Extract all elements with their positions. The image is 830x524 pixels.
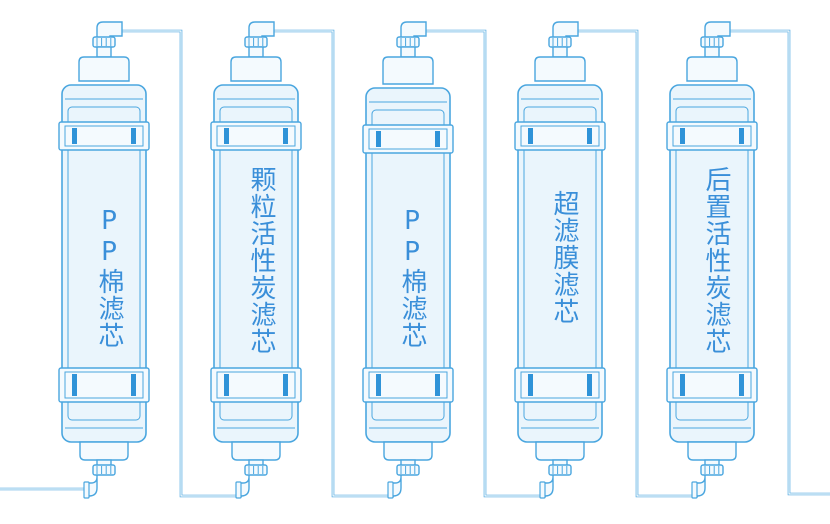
- bottom-nut: [700, 464, 724, 476]
- bottom-elbow-collar: [691, 481, 698, 499]
- clamp-mark-right: [283, 128, 288, 144]
- bottom-cap: [79, 441, 129, 461]
- bottom-nut: [244, 464, 268, 476]
- clamp-mark-right: [283, 374, 288, 396]
- filter-label-3: PP棉滤芯: [397, 206, 427, 349]
- cartridge-core: [67, 106, 141, 421]
- top-cap: [230, 56, 282, 82]
- filter-cartridge-5: [666, 21, 758, 499]
- clamp-mark-left: [528, 128, 533, 144]
- bottom-nut: [548, 464, 572, 476]
- clamp-mark-right: [131, 128, 136, 144]
- clamp-mark-left: [680, 374, 685, 396]
- clamp-band-inner: [368, 371, 448, 399]
- clamp-mark-right: [587, 128, 592, 144]
- lower-clamp-band: [514, 367, 606, 403]
- filter-label-5: 后置活性炭滤芯: [701, 166, 731, 355]
- clamp-band-inner: [672, 125, 752, 147]
- clamp-mark-left: [528, 374, 533, 396]
- clamp-band-inner: [672, 371, 752, 399]
- top-nut: [396, 36, 420, 48]
- clamp-band-inner: [520, 371, 600, 399]
- top-elbow-fitting: [400, 21, 427, 39]
- filter-label-4: 超滤膜滤芯: [549, 190, 579, 325]
- top-cap: [78, 56, 130, 82]
- bottom-nut: [396, 464, 420, 476]
- clamp-band-inner: [216, 371, 296, 399]
- filter-label-1: PP棉滤芯: [94, 206, 124, 349]
- bottom-elbow-collar: [539, 481, 546, 499]
- clamp-mark-left: [224, 374, 229, 396]
- top-nut: [700, 36, 724, 48]
- filter-cartridges: [58, 21, 758, 499]
- top-cap: [382, 56, 434, 85]
- top-neck: [96, 46, 112, 58]
- cartridge-core: [523, 106, 597, 421]
- filter-cartridge-1: [58, 21, 150, 499]
- top-neck: [400, 46, 416, 58]
- pipe-1-to-2-inner: [122, 30, 242, 497]
- bottom-nut: [92, 464, 116, 476]
- clamp-mark-left: [376, 131, 381, 147]
- clamp-band-inner: [216, 125, 296, 147]
- clamp-mark-left: [72, 374, 77, 396]
- lower-clamp-band: [666, 367, 758, 403]
- lower-clamp-band: [210, 367, 302, 403]
- upper-clamp-band: [58, 121, 150, 151]
- top-elbow-fitting: [248, 21, 275, 39]
- clamp-band-inner: [64, 371, 144, 399]
- top-neck: [248, 46, 264, 58]
- top-nut: [548, 36, 572, 48]
- bottom-elbow-collar: [387, 481, 394, 499]
- clamp-mark-right: [587, 374, 592, 396]
- clamp-mark-right: [131, 374, 136, 396]
- clamp-mark-right: [435, 131, 440, 147]
- top-neck: [552, 46, 568, 58]
- top-elbow-fitting: [704, 21, 731, 39]
- clamp-mark-left: [224, 128, 229, 144]
- clamp-mark-right: [739, 128, 744, 144]
- filter-label-2: 颗粒活性炭滤芯: [246, 166, 276, 355]
- bottom-elbow-collar: [235, 481, 242, 499]
- upper-clamp-band: [210, 121, 302, 151]
- clamp-mark-right: [739, 374, 744, 396]
- clamp-mark-left: [376, 374, 381, 396]
- connecting-pipes: [0, 29, 830, 498]
- pipe-2-to-3-inner: [274, 30, 394, 497]
- cartridge-core: [371, 109, 445, 421]
- cartridge-core: [219, 106, 293, 421]
- outlet-pipe-inner: [730, 30, 830, 495]
- upper-clamp-band: [514, 121, 606, 151]
- cartridge-core: [675, 106, 749, 421]
- clamp-band-inner: [64, 125, 144, 147]
- pipe-3-to-4-inner: [426, 30, 546, 497]
- top-neck: [704, 46, 720, 58]
- top-elbow-fitting: [552, 21, 579, 39]
- filter-cartridge-2: [210, 21, 302, 499]
- bottom-elbow-collar: [83, 481, 90, 499]
- bottom-cap: [535, 441, 585, 461]
- pipe-4-to-5-inner: [578, 30, 698, 497]
- clamp-band-inner: [520, 125, 600, 147]
- upper-clamp-band: [666, 121, 758, 151]
- lower-clamp-band: [58, 367, 150, 403]
- clamp-mark-left: [680, 128, 685, 144]
- top-cap: [686, 56, 738, 82]
- filter-cartridge-4: [514, 21, 606, 499]
- bottom-cap: [687, 441, 737, 461]
- top-nut: [244, 36, 268, 48]
- clamp-mark-right: [435, 374, 440, 396]
- top-cap: [534, 56, 586, 82]
- clamp-mark-left: [72, 128, 77, 144]
- lower-clamp-band: [362, 367, 454, 403]
- upper-clamp-band: [362, 124, 454, 154]
- top-elbow-fitting: [96, 21, 123, 39]
- top-nut: [92, 36, 116, 48]
- filter-cartridge-3: [362, 21, 454, 499]
- bottom-cap: [383, 441, 433, 461]
- clamp-band-inner: [368, 128, 448, 150]
- bottom-cap: [231, 441, 281, 461]
